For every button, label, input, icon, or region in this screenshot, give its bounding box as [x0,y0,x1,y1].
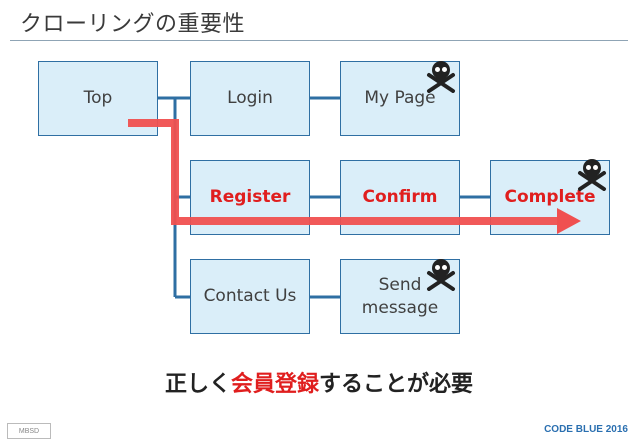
node-contact: Contact Us [190,259,310,334]
node-send-line1: Send [378,275,422,296]
path-arrow-line [128,119,560,225]
company-logo: MBSD [7,423,51,439]
skull-crossbones-icon [578,159,606,191]
node-send-label: Send message [362,274,438,318]
node-login: Login [190,61,310,136]
node-complete-label: Complete [504,187,596,208]
skull-crossbones-icon [427,61,455,93]
node-register-label: Register [209,187,291,208]
footer-suffix: することが必要 [319,372,474,397]
node-send-line2: message [361,297,439,318]
title-divider [10,40,628,41]
skull-crossbones-icon [427,259,455,291]
node-login-label: Login [227,88,273,109]
event-label: CODE BLUE 2016 [544,424,628,435]
footer-emphasis: 会員登録 [230,372,319,397]
footer-message: 正しく会員登録することが必要 [0,366,638,398]
node-top-label: Top [83,88,113,109]
node-confirm-label: Confirm [362,187,438,208]
footer-prefix: 正しく [164,372,231,397]
path-arrow-head [557,208,581,234]
node-mypage-label: My Page [364,88,436,109]
node-contact-label: Contact Us [203,286,297,307]
slide-title: クローリングの重要性 [20,12,246,37]
node-top: Top [38,61,158,136]
